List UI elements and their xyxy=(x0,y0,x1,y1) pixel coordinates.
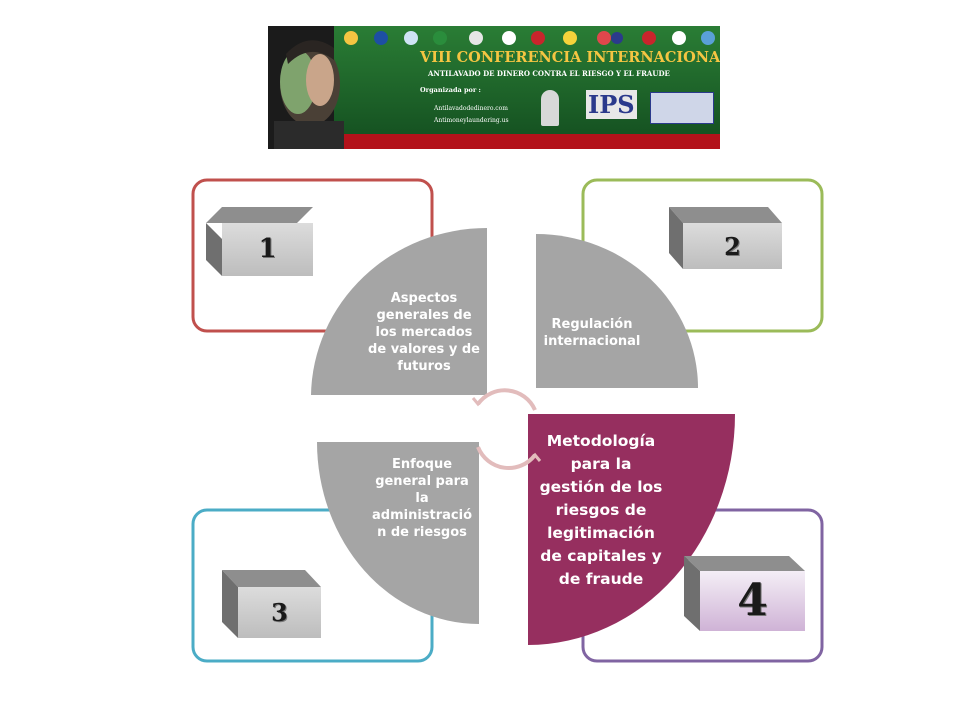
segment-3-line: la xyxy=(415,491,429,506)
cube-2-number: 2 xyxy=(724,232,741,261)
segment-3-line: administració xyxy=(371,508,473,523)
segment-1-line: generales de xyxy=(376,308,472,323)
segment-3-label: Enfoque general para la administració n … xyxy=(366,456,478,541)
segment-4-line: de capitales y xyxy=(540,547,662,565)
segment-1-line: los mercados xyxy=(375,325,473,340)
segment-4-label: Metodología para la gestión de los riesg… xyxy=(528,430,674,591)
cycle-arrows-icon xyxy=(471,388,542,470)
banner-graphic xyxy=(268,26,720,149)
banner-subtitle: ANTILAVADO DE DINERO CONTRA EL RIESGO Y … xyxy=(428,69,670,78)
segment-3-line: Enfoque xyxy=(391,457,453,472)
segment-2-line: Regulación xyxy=(551,317,633,332)
flags-row xyxy=(344,31,715,45)
banner-logo-iaip xyxy=(541,90,559,126)
segment-4-line: gestión de los xyxy=(539,478,663,496)
segment-4-line: para la xyxy=(570,455,632,473)
segment-4-line: legitimación xyxy=(547,524,655,542)
banner-title: VIII CONFERENCIA INTERNACIONAL xyxy=(420,49,720,66)
segment-1-line: de valores y de xyxy=(368,342,480,357)
segment-3 xyxy=(317,442,479,624)
cube-1-number: 1 xyxy=(258,234,277,264)
segment-1-line: Aspectos xyxy=(390,291,458,306)
banner-red-band xyxy=(268,134,720,149)
segment-4-line: Metodología xyxy=(546,432,656,450)
segment-1-label: Aspectos generales de los mercados de va… xyxy=(360,290,488,375)
segment-4-line: de fraude xyxy=(558,570,644,588)
cube-3 xyxy=(222,570,321,638)
conference-banner: VIII CONFERENCIA INTERNACIONAL ANTILAVAD… xyxy=(268,26,720,149)
banner-site-2: Antimoneylaundering.us xyxy=(434,117,509,124)
segment-1-line: futuros xyxy=(397,359,451,374)
segment-2-line: internacional xyxy=(543,334,641,349)
man-with-money-mask-image xyxy=(268,26,344,149)
segment-3-line: n de riesgos xyxy=(377,525,467,540)
banner-site-1: Antilavadodedinero.com xyxy=(434,105,508,112)
segment-2-label: Regulación internacional xyxy=(538,316,646,350)
cube-1 xyxy=(206,207,313,276)
cube-3-number: 3 xyxy=(271,598,288,627)
banner-logo-ips: IPS xyxy=(586,90,637,119)
banner-organized-by: Organizada por : xyxy=(420,86,481,94)
segment-3-line: general para xyxy=(375,474,469,489)
segment-1 xyxy=(311,227,487,395)
segment-2 xyxy=(536,234,698,388)
segment-4 xyxy=(528,414,735,645)
banner-logo-institute xyxy=(650,92,714,124)
segment-4-line: riesgos de xyxy=(555,501,647,519)
cube-4-number: 4 xyxy=(737,575,768,626)
cube-4 xyxy=(684,556,805,631)
cube-2 xyxy=(669,207,782,269)
